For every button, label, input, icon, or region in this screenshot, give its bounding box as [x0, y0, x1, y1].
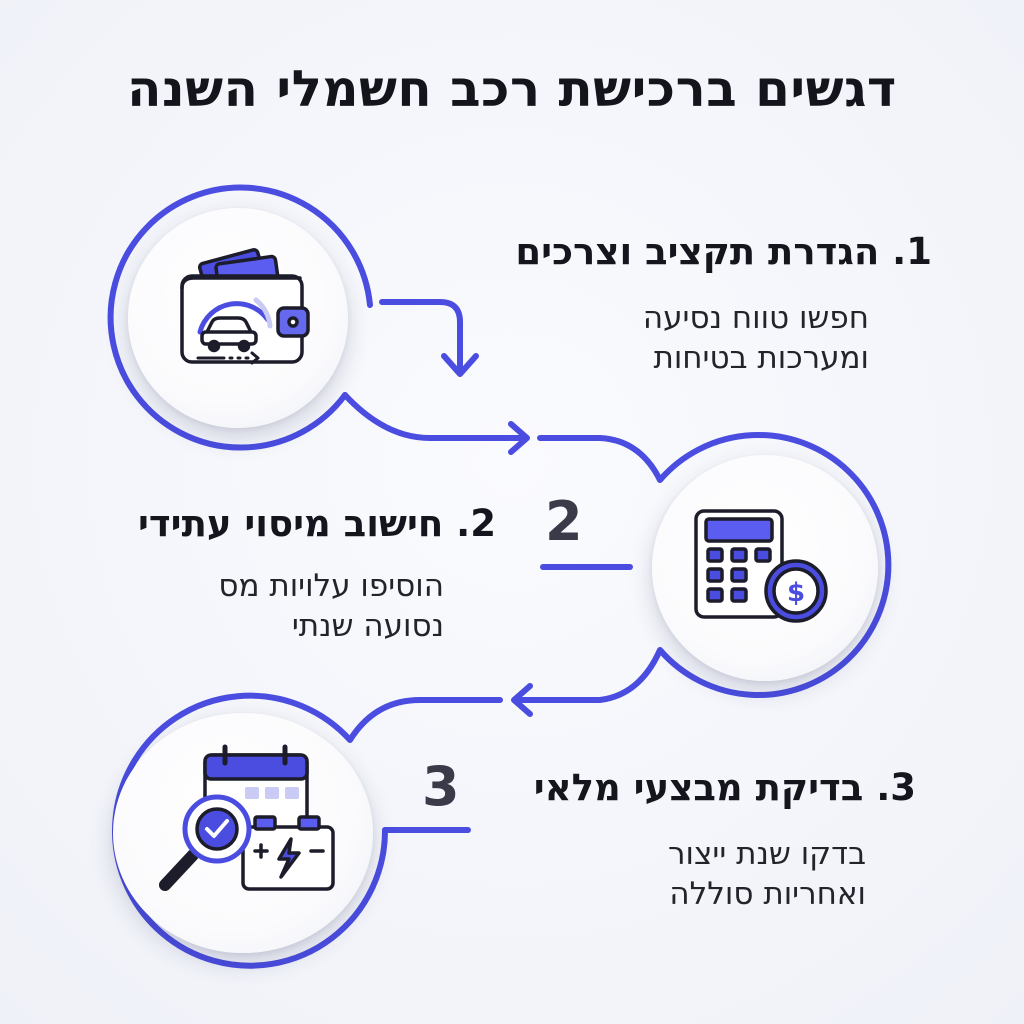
step-3-desc-line-2: ואחריות סוללה — [669, 876, 866, 912]
arrow-step-1-down — [379, 299, 463, 373]
step-1-desc-line-1: חפשו טווח נסיעה — [642, 300, 869, 336]
ring-step-2 — [512, 432, 892, 703]
step-3-description: בדקו שנת ייצור ואחריות סוללה — [668, 834, 866, 914]
ring-step-1 — [107, 184, 373, 451]
connector-1-to-2 — [342, 392, 528, 441]
step-2-heading: 2. חישוב מיסוי עתידי — [138, 502, 496, 545]
calendar-battery-search-icon — [159, 744, 335, 891]
svg-text:$: $ — [787, 578, 805, 608]
step-1-description: חפשו טווח נסיעה ומערכות בטיחות — [643, 298, 869, 378]
calculator-coin-icon: $ — [694, 509, 828, 623]
page-title: דגשים ברכישת רכב חשמלי השנה — [127, 60, 897, 118]
step-3-desc-line-1: בדקו שנת ייצור — [668, 836, 866, 872]
step-2-number: 2 — [545, 490, 583, 553]
step-3-circle — [113, 713, 373, 953]
connector-2-to-3-head — [511, 683, 533, 717]
step-2-desc-line-2: נסועה שנתי — [291, 608, 444, 644]
step-2-desc-line-1: הוסיפו עלויות מס — [218, 568, 444, 604]
arrow-step-1-down-head — [441, 353, 479, 377]
step-2-description: הוסיפו עלויות מס נסועה שנתי — [218, 566, 444, 646]
step-3-heading: 3. בדיקת מבצעי מלאי — [533, 766, 916, 809]
step-1-desc-line-2: ומערכות בטיחות — [653, 340, 869, 376]
step-2-circle: $ — [652, 455, 878, 681]
step-1-circle — [128, 208, 348, 428]
connector-1-to-2-head — [508, 421, 530, 455]
wallet-car-icon — [180, 248, 310, 365]
step-3-number: 3 — [422, 755, 460, 818]
step-1-heading: 1. הגדרת תקציב וצרכים — [515, 230, 932, 273]
